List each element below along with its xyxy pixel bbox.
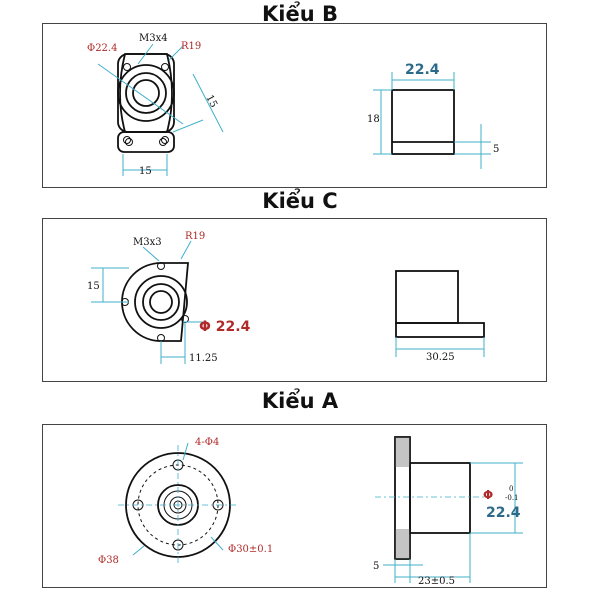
kieu-a-pcd-label: Φ30±0.1 <box>228 544 273 555</box>
kieu-a-tol-lower: -0.1 <box>505 494 519 502</box>
kieu-c-screw-label: M3x3 <box>133 237 162 248</box>
kieu-c-dia-label: Φ 22.4 <box>199 319 251 335</box>
kieu-a-length-label: 23±0.5 <box>418 576 455 587</box>
diagram-kieu-b: Φ22.4 M3x4 R19 15 15 22.4 18 5 <box>87 33 499 177</box>
panel-kieu-c: M3x3 R19 15 Φ 22.4 11.25 30.25 <box>42 218 547 382</box>
panel-kieu-b: Φ22.4 M3x4 R19 15 15 22.4 18 5 <box>42 23 547 188</box>
kieu-a-tol-upper: 0 <box>509 485 513 493</box>
kieu-b-h15-label: 15 <box>139 166 152 177</box>
section-title-kieu-c: Kiểu C <box>262 189 338 213</box>
kieu-b-dia-label: Φ22.4 <box>87 43 117 54</box>
section-title-kieu-b: Kiểu B <box>262 2 338 26</box>
panel-kieu-a: 4-Φ4 Φ38 Φ30±0.1 Φ 0 -0.1 22.4 5 23±0.5 <box>42 424 547 588</box>
kieu-b-flange-label: 5 <box>493 144 499 155</box>
kieu-a-phi-label: Φ <box>483 488 493 502</box>
kieu-c-radius-label: R19 <box>185 231 205 242</box>
kieu-a-holes-label: 4-Φ4 <box>195 437 219 448</box>
kieu-a-bore-label: 22.4 <box>486 505 521 521</box>
kieu-b-front-view <box>117 53 175 153</box>
kieu-b-screw-label: M3x4 <box>139 33 168 44</box>
kieu-b-width-label: 22.4 <box>405 62 440 78</box>
kieu-b-v15-label: 15 <box>203 93 219 109</box>
kieu-c-v15-label: 15 <box>87 281 100 292</box>
kieu-c-width-label: 30.25 <box>426 352 455 363</box>
diagram-kieu-c: M3x3 R19 15 Φ 22.4 11.25 30.25 <box>87 231 485 364</box>
kieu-b-side-view <box>391 89 455 155</box>
kieu-c-side-view <box>395 270 485 338</box>
diagram-kieu-a: 4-Φ4 Φ38 Φ30±0.1 Φ 0 -0.1 22.4 5 23±0.5 <box>98 436 523 587</box>
kieu-c-front-view <box>121 262 189 342</box>
kieu-c-offset-label: 11.25 <box>189 353 218 364</box>
kieu-b-height-label: 18 <box>367 114 380 125</box>
kieu-b-radius-label: R19 <box>181 41 201 52</box>
kieu-a-outer-label: Φ38 <box>98 555 119 566</box>
kieu-a-flange-label: 5 <box>373 561 379 572</box>
kieu-a-side-view <box>375 436 485 560</box>
kieu-a-front-view <box>118 445 238 565</box>
section-title-kieu-a: Kiểu A <box>261 389 339 413</box>
